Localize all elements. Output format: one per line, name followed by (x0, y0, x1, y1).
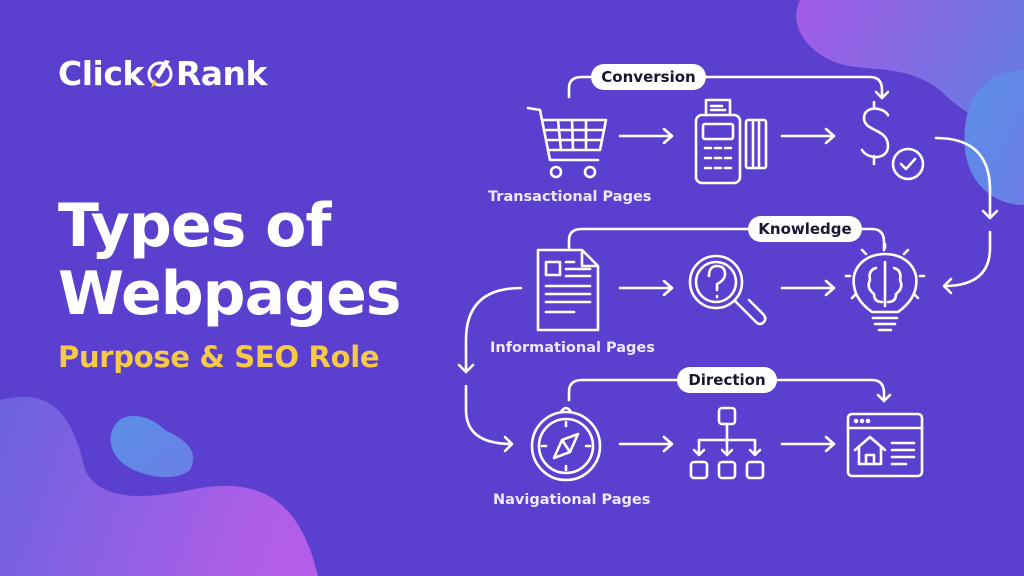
arrow-doc-to-search (618, 279, 674, 297)
sitemap-icon (689, 406, 765, 480)
rocket-icon (147, 59, 173, 88)
blob-small-blue (110, 415, 194, 478)
connector-into-lightbulb (942, 230, 992, 295)
pos-terminal-icon (694, 98, 768, 185)
arrow-pos-to-dollar (780, 127, 836, 145)
knowledge-connector (567, 227, 886, 252)
blob-bottom-left (0, 396, 318, 576)
transactional-pages-label: Transactional Pages (488, 189, 652, 205)
brand-logo: Click Rank (58, 54, 267, 93)
connector-into-compass (464, 384, 514, 453)
blob-right-blue (964, 70, 1024, 205)
connector-dollar-to-row2 (934, 136, 999, 220)
informational-pages-label: Informational Pages (490, 340, 655, 356)
document-icon (536, 248, 600, 332)
search-question-icon (688, 254, 767, 326)
conversion-connector (567, 75, 884, 100)
conversion-pill: Conversion (591, 64, 706, 90)
browser-home-icon (846, 412, 924, 478)
direction-pill: Direction (677, 367, 777, 393)
knowledge-pill: Knowledge (748, 216, 862, 242)
dollar-check-icon (860, 100, 925, 181)
connector-doc-to-row3 (457, 286, 523, 374)
arrow-compass-to-sitemap (618, 435, 674, 453)
blob-top-right (796, 0, 1024, 127)
page-title: Types of Webpages (58, 191, 401, 329)
brand-name-right: Rank (175, 54, 268, 93)
title-line-1: Types of (58, 191, 332, 261)
navigational-pages-label: Navigational Pages (493, 492, 651, 508)
lightbulb-brain-icon (844, 242, 926, 332)
brand-name-left: Click (58, 54, 144, 93)
shopping-cart-icon (526, 106, 608, 179)
page-subtitle: Purpose & SEO Role (58, 340, 380, 374)
compass-icon (530, 406, 602, 482)
arrow-sitemap-to-browser (780, 435, 836, 453)
arrow-cart-to-pos (618, 127, 674, 145)
title-line-2: Webpages (58, 259, 401, 329)
arrow-search-to-bulb (780, 279, 836, 297)
